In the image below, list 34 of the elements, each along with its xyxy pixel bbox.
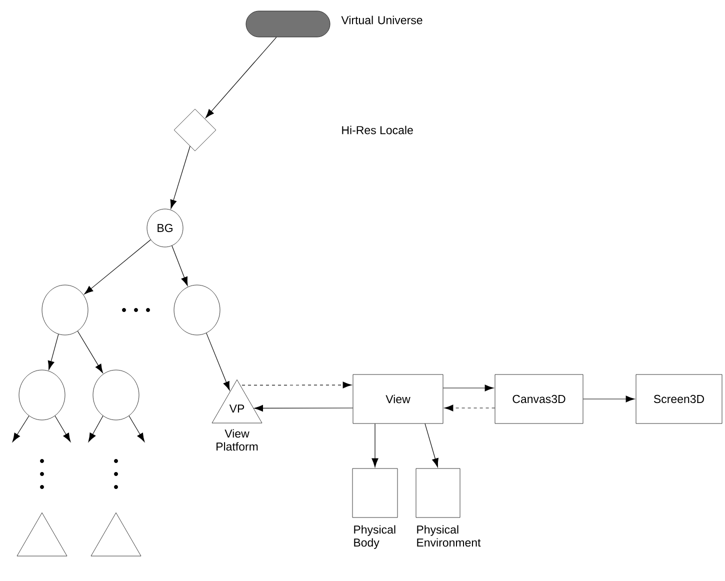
node-caption: Physical Environment: [417, 525, 481, 547]
leaf-triangle: [90, 512, 142, 556]
arrow: [84, 239, 151, 294]
node-caption: Physical Body: [354, 525, 396, 549]
platform-triangle: VP: [212, 380, 262, 424]
node-caption: View Platform: [216, 429, 258, 451]
arrow: [172, 245, 188, 286]
arrow: [442, 384, 494, 392]
leaf-triangle: [16, 512, 68, 556]
arrow: [372, 423, 378, 468]
arrow: [254, 404, 354, 412]
arrow: [582, 396, 635, 402]
arrow: [424, 423, 438, 468]
label: Hi-Res Locale: [342, 126, 413, 134]
arrow: [128, 416, 145, 442]
arrow: [170, 146, 190, 209]
canvas-box: Canvas3D: [494, 374, 584, 424]
screen-box: Screen3D: [636, 374, 722, 424]
group-circle: [18, 370, 66, 420]
arrow: [77, 330, 103, 374]
arrow: [48, 334, 59, 370]
arrow: [205, 36, 277, 118]
arrow: [206, 332, 230, 390]
group-circle: [42, 284, 88, 336]
arrow: [54, 416, 71, 442]
locale-diamond: [174, 108, 216, 152]
arrow: [12, 416, 30, 442]
group-circle: [92, 370, 140, 420]
arrow: [444, 404, 496, 412]
arrow: [88, 416, 104, 442]
node-caption: Virtual Universe: [341, 16, 422, 24]
group-circle: [174, 284, 220, 336]
view-box: View: [352, 374, 444, 424]
arrow: [242, 382, 352, 388]
